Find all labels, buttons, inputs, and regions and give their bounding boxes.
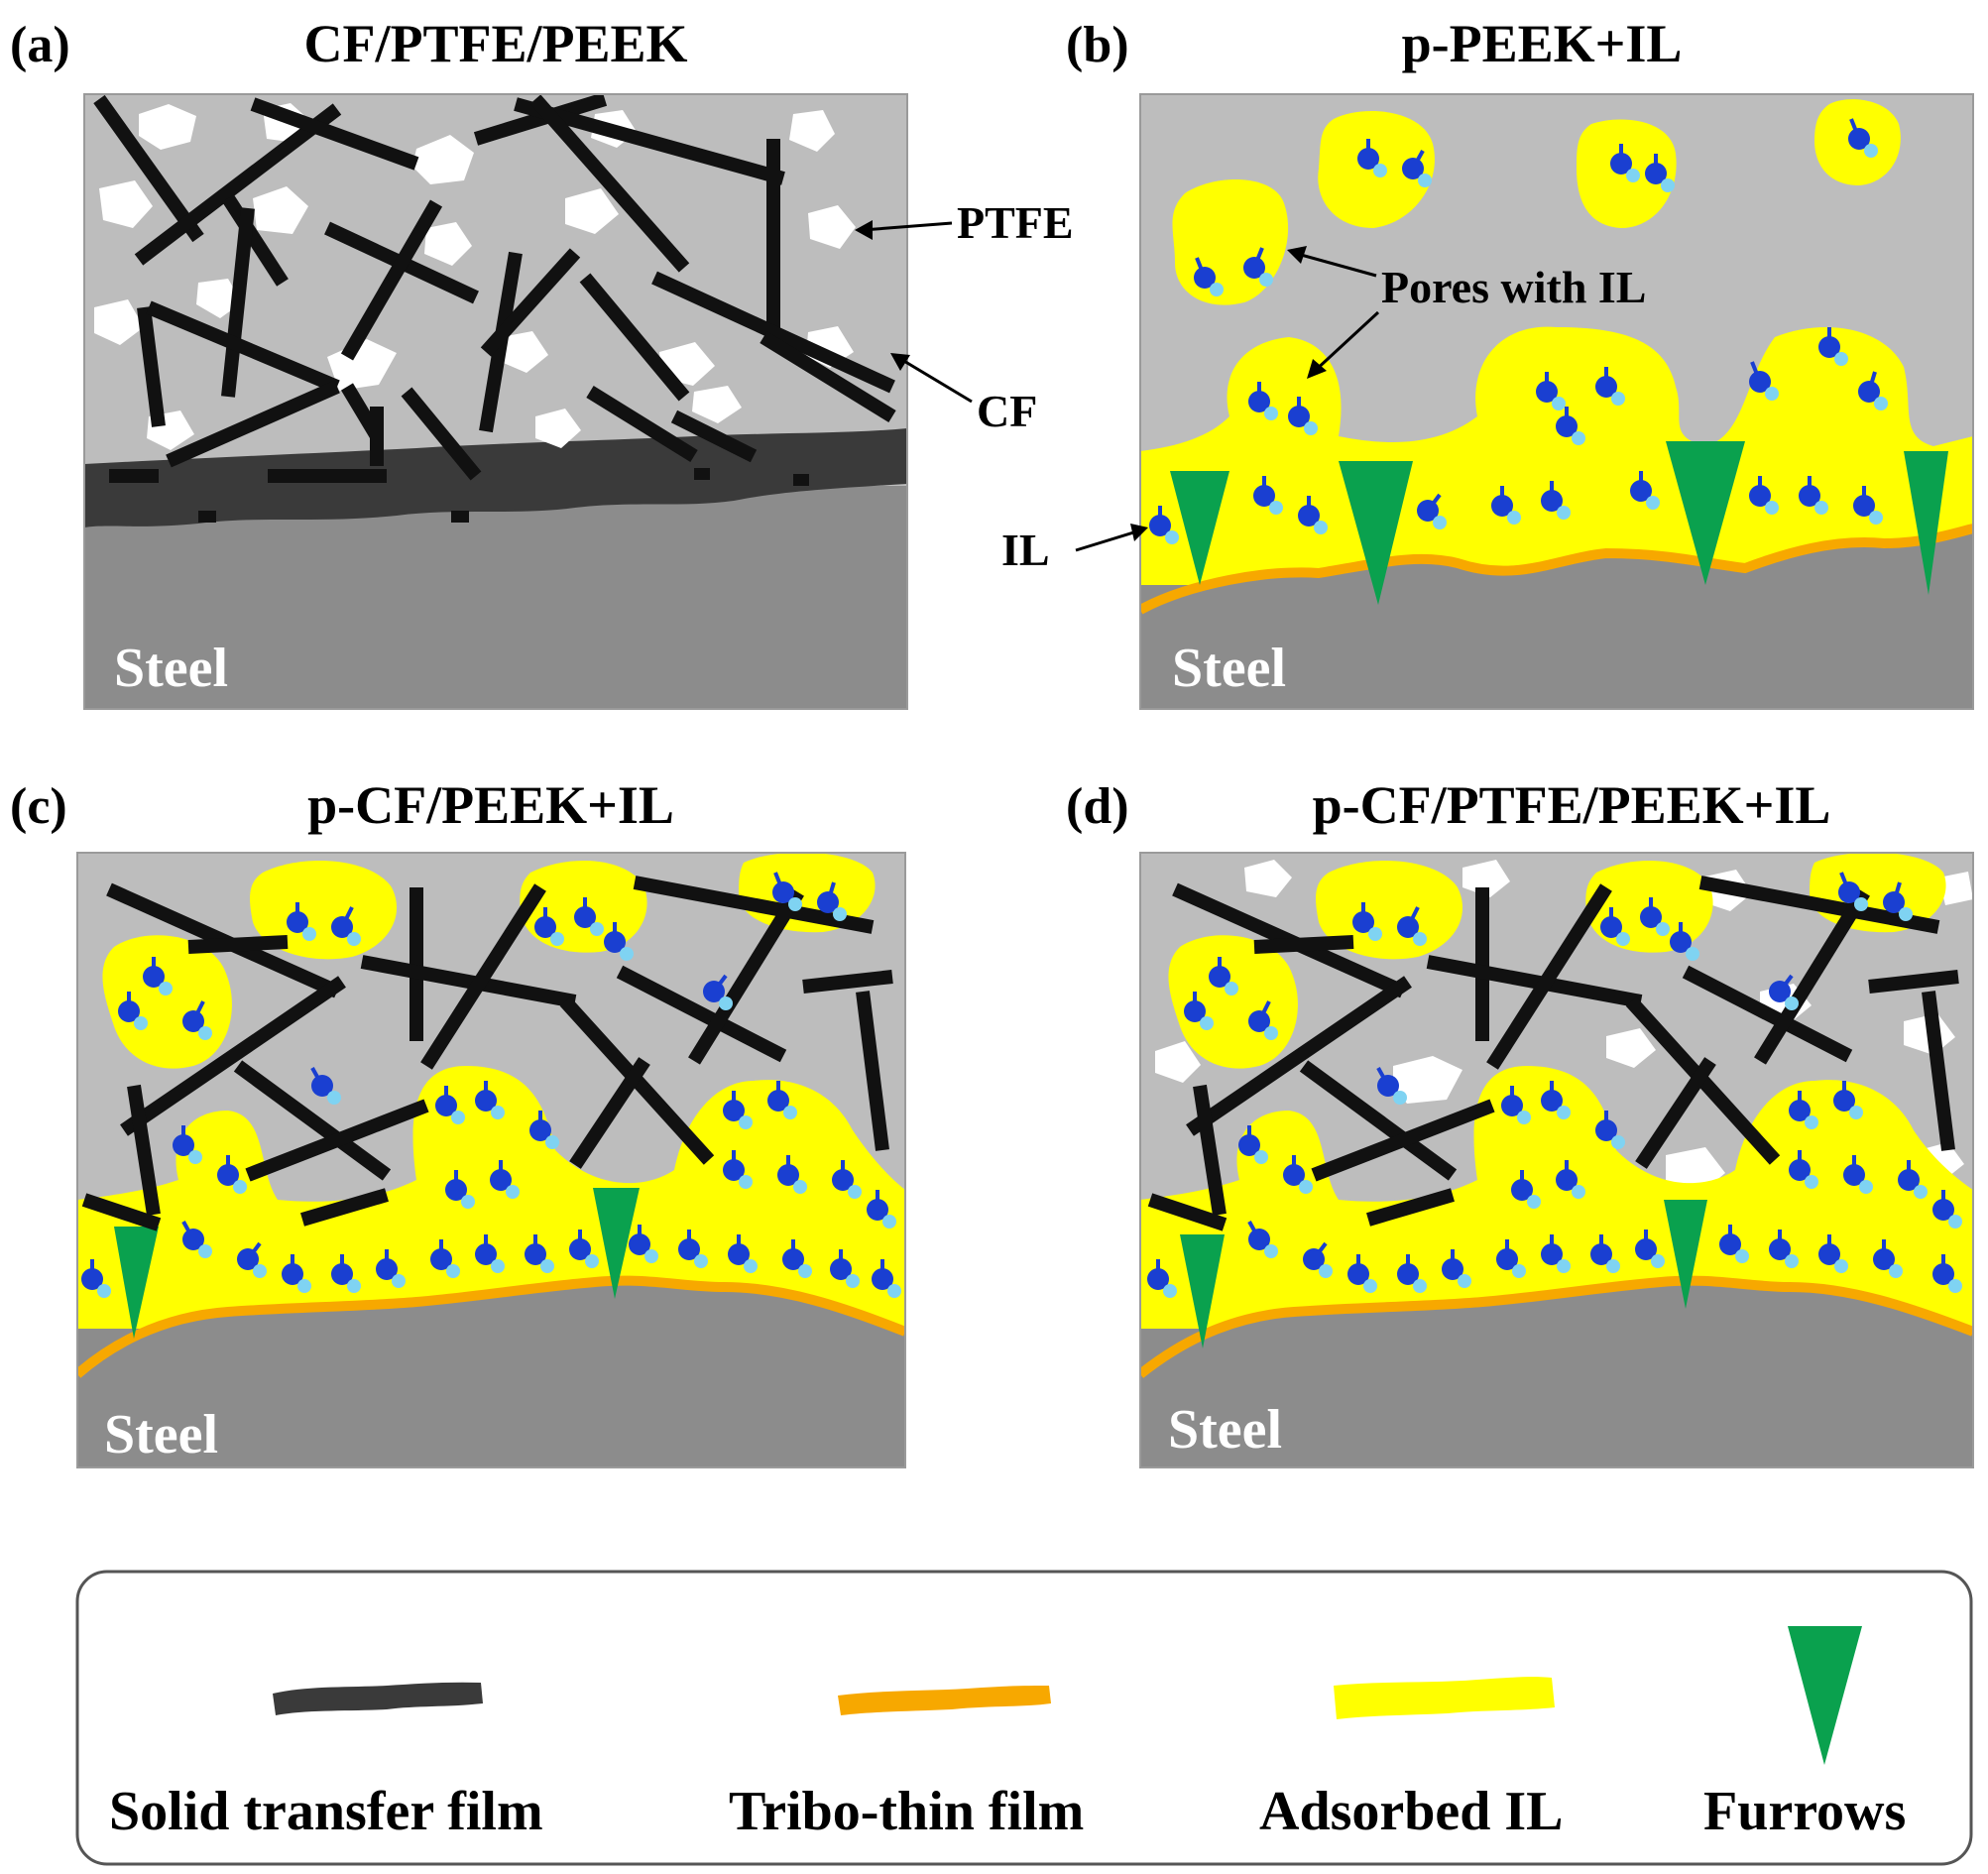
panel-d-cross-section: Steel — [1140, 853, 1973, 1467]
panel-b: (b) p-PEEK+IL — [1001, 14, 1974, 710]
panel-c-cross-section: Steel — [77, 853, 905, 1467]
ptfe-callout: PTFE — [855, 197, 1074, 248]
furrows — [1180, 1200, 1707, 1348]
dark-gray-wavy-band-icon — [273, 1682, 483, 1715]
panel-b-frame — [1139, 93, 1974, 710]
embedded-fiber-ends — [198, 468, 809, 523]
legend-item-tribo-thin-film: Tribo-thin film — [729, 1686, 1084, 1842]
legend-label: Tribo-thin film — [729, 1781, 1084, 1842]
pores-callout: Pores with IL — [1287, 246, 1647, 379]
legend-item-adsorbed-il: Adsorbed IL — [1259, 1677, 1564, 1842]
legend-item-solid-transfer-film: Solid transfer film — [109, 1682, 543, 1842]
steel-substrate — [84, 486, 907, 709]
legend-item-furrows: Furrows — [1703, 1626, 1906, 1842]
legend-label: Solid transfer film — [109, 1781, 543, 1842]
orange-wavy-band-icon — [838, 1686, 1051, 1715]
panel-c-title: p-CF/PEEK+IL — [307, 775, 674, 835]
panel-a-cross-section: Steel — [84, 94, 907, 709]
panel-d: (d) p-CF/PTFE/PEEK+IL — [1066, 775, 1974, 1468]
steel-roughness — [77, 1282, 905, 1388]
steel-label: Steel — [1172, 638, 1286, 699]
panel-d-label: (d) — [1066, 778, 1129, 835]
ptfe-annotation: PTFE — [957, 197, 1074, 248]
legend-label: Adsorbed IL — [1259, 1781, 1564, 1842]
il-callout: IL — [1001, 524, 1148, 575]
furrows — [114, 1188, 640, 1339]
pores-annotation: Pores with IL — [1381, 262, 1647, 312]
panel-d-frame — [1139, 852, 1974, 1468]
tribo-thin-film — [1140, 1275, 1973, 1378]
solid-transfer-film — [84, 428, 907, 527]
cf-callout: CF — [890, 353, 1037, 436]
panel-c-frame — [76, 852, 906, 1468]
panel-c: (c) p-CF/PEEK+IL — [10, 775, 906, 1468]
steel-label: Steel — [114, 638, 228, 699]
legend: Solid transfer film Tribo-thin film Adso… — [75, 1570, 1973, 1866]
adsorbed-il-layer — [1140, 326, 1973, 595]
panel-b-label: (b) — [1066, 17, 1129, 73]
legend-box — [75, 1570, 1973, 1866]
panel-a-label: (a) — [10, 17, 70, 73]
tribo-thin-film — [1140, 524, 1973, 615]
cf-annotation: CF — [977, 386, 1037, 436]
legend-label: Furrows — [1703, 1781, 1906, 1842]
il-annotation: IL — [1001, 525, 1050, 575]
steel-roughness — [1140, 1282, 1973, 1388]
carbon-fibers — [81, 876, 893, 1231]
green-inverted-triangle-icon — [1788, 1626, 1862, 1765]
steel-label: Steel — [1168, 1399, 1282, 1461]
il-ions — [81, 872, 901, 1298]
panel-c-label: (c) — [10, 778, 67, 835]
panel-b-cross-section: Steel — [1140, 94, 1973, 709]
panel-a: (a) CF/PTFE/PEEK — [10, 14, 1074, 710]
panel-d-title: p-CF/PTFE/PEEK+IL — [1313, 775, 1831, 835]
carbon-fibers — [1147, 876, 1959, 1231]
panel-a-frame — [83, 93, 908, 710]
carbon-fibers — [93, 94, 896, 483]
il-ions — [1149, 118, 1888, 544]
panel-a-title: CF/PTFE/PEEK — [303, 14, 687, 73]
steel-roughness — [1140, 530, 1973, 615]
panel-b-title: p-PEEK+IL — [1402, 14, 1683, 73]
furrows — [1170, 441, 1948, 605]
il-ions — [1147, 872, 1962, 1298]
tribo-thin-film — [77, 1275, 905, 1378]
yellow-wavy-band-icon — [1334, 1677, 1555, 1719]
steel-label: Steel — [104, 1404, 218, 1465]
